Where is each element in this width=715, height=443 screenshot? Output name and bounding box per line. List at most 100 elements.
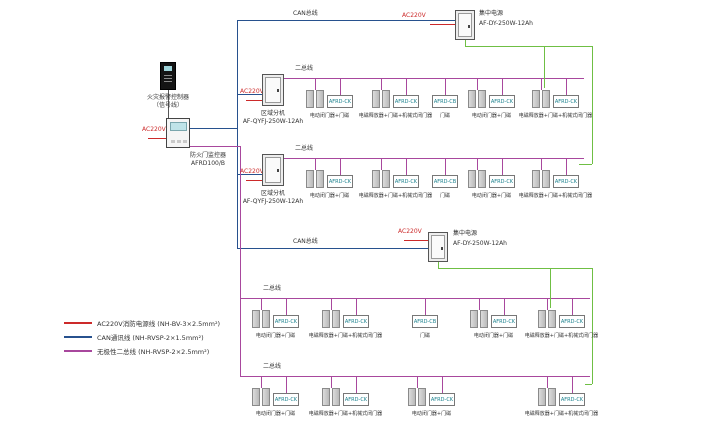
zone-unit-model: AF-QYFJ-250W-12Ah — [242, 117, 304, 125]
row2-unit-label: 区域分机 AF-QYFJ-250W-12Ah — [233, 190, 313, 205]
device-cluster-magnet: AFRD-CB 门磁 — [432, 159, 458, 199]
device-cluster: AFRD-CK 电磁释放器+门磁+机械式闭门器 — [525, 298, 598, 339]
module-model: AFRD-CK — [394, 98, 418, 105]
module-model: AFRD-CK — [560, 318, 584, 325]
cluster-label: 电动闭门器+门磁 — [471, 193, 512, 199]
door-icon — [538, 388, 546, 406]
can-bus-top-label: CAN总线 — [293, 10, 318, 17]
door-icon — [478, 170, 486, 188]
door-icon — [262, 310, 270, 328]
door-leaves-icon — [538, 298, 556, 328]
door-leaves-icon — [408, 376, 426, 406]
door-leaves-icon — [306, 158, 324, 188]
cluster-label: 电动闭门器+门磁 — [471, 113, 512, 119]
door-icon — [316, 90, 324, 108]
legend-item-can: CAN通讯线 (NH-RVSP-2×1.5mm²) — [64, 332, 204, 342]
dc-drop-row2-elbow-line — [579, 164, 592, 165]
door-icon — [322, 310, 330, 328]
module-model: AFRD-CK — [492, 318, 516, 325]
dc-drop-row4-line — [550, 268, 551, 308]
fire-alarm-controller-label: 火灾报警控制器 （信号线） — [128, 94, 208, 109]
device-cluster: AFRD-CK 电动闭门器+门磁 — [468, 158, 515, 199]
ac-feed-monitor-line — [148, 138, 166, 139]
door-icon — [408, 388, 416, 406]
door-icon — [470, 310, 478, 328]
row2-ac-label: AC220V — [240, 168, 264, 175]
zone-unit-cabinet-icon — [262, 154, 284, 186]
door-icon — [468, 90, 476, 108]
dc-mid-power-horizontal-line — [438, 268, 592, 269]
two-bus-trunk-line — [240, 146, 241, 377]
legend-line-purple — [64, 350, 92, 352]
cluster-label: 电动闭门器+门磁 — [309, 193, 350, 199]
module-model: AFRD-CB — [433, 98, 457, 105]
door-icon — [332, 310, 340, 328]
ac-feed-row2-line — [246, 180, 262, 181]
cluster-label: 电磁释放器+门磁+机械式闭门器 — [524, 333, 599, 339]
device-cluster: AFRD-CK 电动闭门器+门磁 — [468, 78, 515, 119]
door-icon — [548, 388, 556, 406]
signal-line — [168, 90, 169, 118]
door-leaves-icon — [306, 78, 324, 108]
legend-item-ac-power: AC220V消防电源线 (NH-BV-3×2.5mm²) — [64, 318, 220, 328]
afrd-module: AFRD-CK — [327, 159, 353, 188]
cluster-label: 电动闭门器+门磁 — [255, 333, 296, 339]
afrd-module: AFRD-CB — [432, 79, 458, 108]
door-icon — [382, 170, 390, 188]
zone-unit-model: AF-QYFJ-250W-12Ah — [242, 197, 304, 205]
cluster-label: 电磁释放器+门磁+机械式闭门器 — [524, 411, 599, 417]
fire-alarm-controller-icon — [160, 62, 176, 90]
module-model: AFRD-CK — [554, 178, 578, 185]
door-icon — [478, 90, 486, 108]
device-cluster: AFRD-CK 电动闭门器+门磁 — [408, 376, 455, 417]
fire-door-monitor-label: 防火门监控器 AFRD100/B — [168, 152, 248, 167]
can-bus-trunk-line — [237, 20, 238, 248]
door-icon — [262, 388, 270, 406]
dc-top-power-stub-line — [465, 40, 466, 46]
afrd-module: AFRD-CK — [393, 159, 419, 188]
device-cluster: AFRD-CK 电动闭门器+门磁 — [252, 376, 299, 417]
top-power-ac-label: AC220V — [402, 12, 426, 19]
row1-bus-label: 二总线 — [295, 65, 314, 72]
two-bus-row4-line — [240, 298, 590, 299]
door-icon — [548, 310, 556, 328]
ac-feed-row1-line — [246, 100, 262, 101]
fire-door-monitor-icon — [166, 118, 190, 148]
dc-mid-power-stub-line — [438, 262, 439, 268]
device-cluster: AFRD-CK 电磁释放器+门磁+机械式闭门器 — [309, 376, 382, 417]
two-bus-row5-line — [240, 376, 590, 377]
can-bus-mid-label: CAN总线 — [293, 238, 318, 245]
afrd-module: AFRD-CK — [553, 159, 579, 188]
afrd-module: AFRD-CK — [273, 299, 299, 328]
can-bus-row2-branch-line — [237, 174, 262, 175]
door-icon — [332, 388, 340, 406]
module-model: AFRD-CK — [344, 396, 368, 403]
afrd-module: AFRD-CK — [393, 79, 419, 108]
dc-drop-row5-elbow-line — [585, 384, 592, 385]
door-leaves-icon — [322, 376, 340, 406]
zone-unit-cabinet-icon — [262, 74, 284, 106]
row4-bus-label: 二总线 — [263, 285, 282, 292]
legend-line-red — [64, 322, 92, 324]
device-cluster: AFRD-CK 电磁释放器+门磁+机械式闭门器 — [519, 78, 592, 119]
device-cluster: AFRD-CK 电动闭门器+门磁 — [252, 298, 299, 339]
dc-top-power-horizontal-line — [465, 46, 592, 47]
legend-item-two-bus: 无极性二总线 (NH-RVSP-2×2.5mm²) — [64, 346, 209, 356]
central-power-cabinet-icon — [428, 232, 448, 262]
legend-label: AC220V消防电源线 (NH-BV-3×2.5mm²) — [97, 320, 221, 328]
central-power-cabinet-icon — [455, 10, 475, 40]
door-icon — [468, 170, 476, 188]
door-leaves-icon — [538, 376, 556, 406]
can-bus-top-line — [237, 20, 455, 21]
device-cluster-magnet: AFRD-CB 门磁 — [412, 299, 438, 339]
door-leaves-icon — [252, 298, 270, 328]
door-leaves-icon — [372, 158, 390, 188]
cluster-label: 电磁释放器+门磁+机械式闭门器 — [358, 193, 433, 199]
door-icon — [252, 310, 260, 328]
module-model: AFRD-CK — [274, 318, 298, 325]
door-icon — [316, 170, 324, 188]
device-cluster: AFRD-CK 电磁释放器+门磁+机械式闭门器 — [359, 78, 432, 119]
cluster-label: 电动闭门器+门磁 — [255, 411, 296, 417]
door-leaves-icon — [372, 78, 390, 108]
